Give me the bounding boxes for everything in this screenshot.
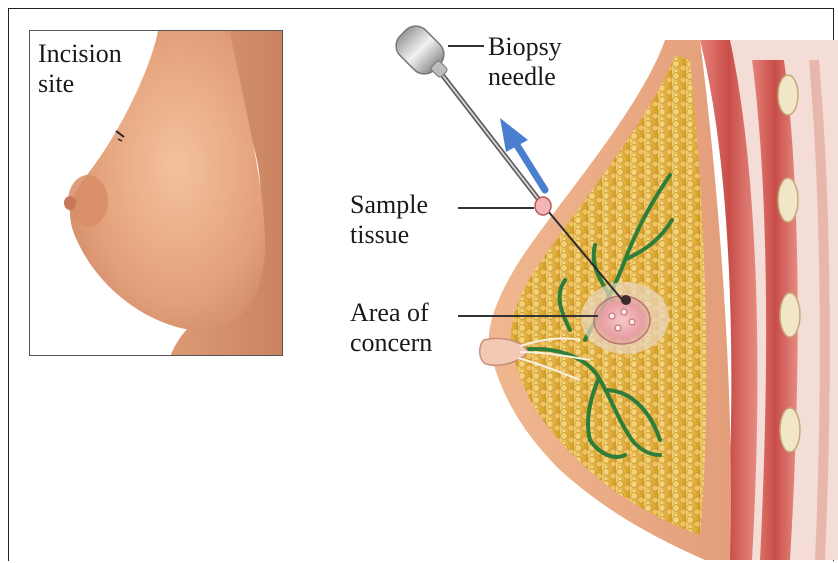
rib [780,293,800,337]
area-of-concern-label: Area of concern [350,298,432,358]
concern-label-line1: Area of [350,298,432,328]
sample-label-line2: tissue [350,220,428,250]
area-of-concern [581,282,669,354]
sample-tissue-label: Sample tissue [350,190,428,250]
sample-tissue [535,197,551,215]
rib [778,178,798,222]
rib [778,75,798,115]
needle-label-line1: Biopsy [488,32,562,62]
sample-label-line1: Sample [350,190,428,220]
concern-label-line2: concern [350,328,432,358]
biopsy-needle-label: Biopsy needle [488,32,562,92]
rib [780,408,800,452]
needle-label-line2: needle [488,62,562,92]
